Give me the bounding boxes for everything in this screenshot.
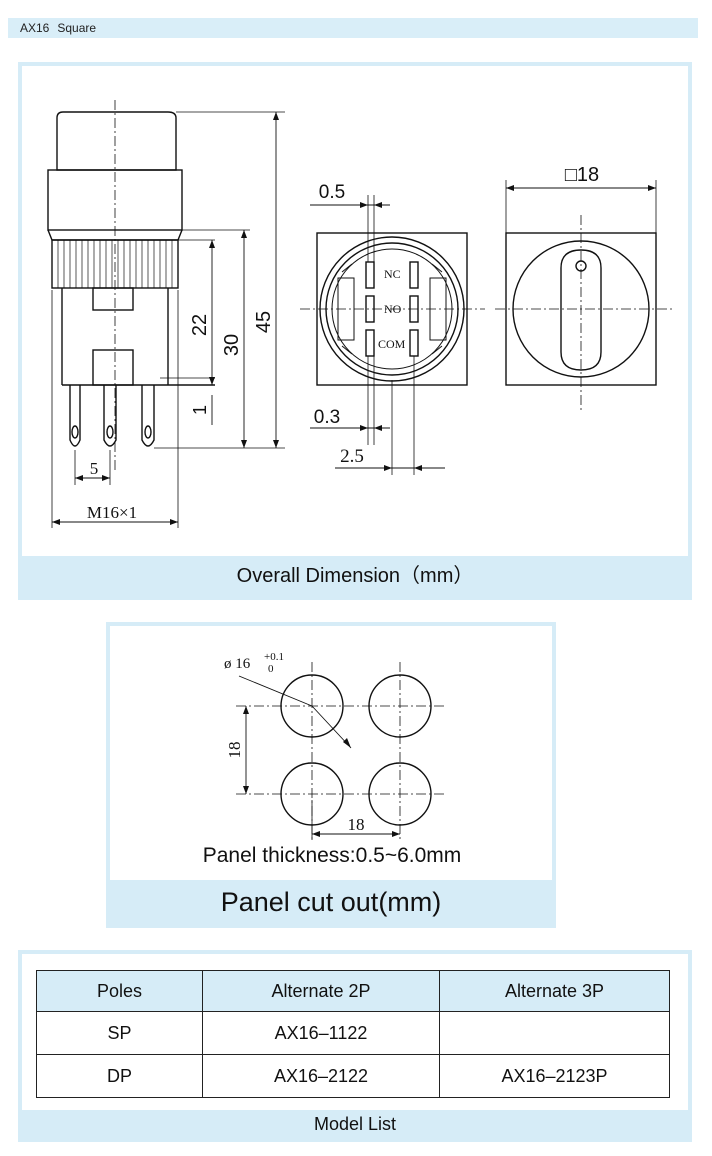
cell: AX16‒2122 [202,1054,440,1098]
dim-30: 30 [221,334,243,356]
col-alternate-2p: Alternate 2P [202,970,440,1012]
dim-25: 2.5 [340,446,364,467]
dim-thread: M16×1 [87,503,137,522]
table-row: DP AX16‒2122 AX16‒2123P [36,1054,670,1098]
cutout-tol-upper: +0.1 [264,651,284,663]
series-header: AX16 Square [8,18,698,38]
dim-03: 0.3 [314,407,340,428]
dim-5: 5 [90,459,99,478]
overall-dimension-panel [18,62,692,600]
cutout-caption: Panel cut out(mm) [110,880,552,924]
nut-block [92,287,134,311]
dim-square-18: □18 [565,164,599,186]
terminal-2 [103,385,117,447]
table-row: SP AX16‒1122 [36,1011,670,1055]
dim-22: 22 [189,314,211,336]
cell: AX16‒2123P [439,1054,670,1098]
col-poles: Poles [36,970,203,1012]
table-header-row: Poles Alternate 2P Alternate 3P [36,970,670,1012]
terminal-1 [69,385,81,447]
terminal-com: COM [378,337,406,351]
model-list-caption: Model List [22,1110,688,1138]
terminal-nc: NC [384,267,401,281]
cutout-pitch-v: 18 [225,742,244,759]
terminal-3 [141,385,155,447]
dim-45: 45 [253,311,275,333]
cell: DP [36,1054,203,1098]
cell [439,1011,670,1055]
col-alternate-3p: Alternate 3P [439,970,670,1012]
cell: AX16‒1122 [202,1011,440,1055]
terminal-no: NO [384,302,402,316]
cutout-diameter: ø 16 [224,656,251,672]
series-shape: Square [57,21,97,35]
dim-1: 1 [190,405,210,415]
overall-dimension-drawing: 22 30 45 1 5 M16×1 NC NO COM 0. [47,100,675,528]
dim-05: 0.5 [319,182,345,203]
knob-handle [560,249,602,371]
panel-cutout-panel [106,622,556,928]
cell: SP [36,1011,203,1055]
overall-caption: Overall Dimension（mm） [22,556,688,596]
panel-cutout-drawing: ø 16 +0.1 0 18 18 Panel thickness:0.5~6.… [203,651,462,867]
cutout-tol-lower: 0 [268,663,274,675]
model-table: Poles Alternate 2P Alternate 3P SP AX16‒… [36,970,670,1098]
cutout-pitch-h: 18 [348,815,365,834]
panel-thickness: Panel thickness:0.5~6.0mm [203,844,462,867]
series-name: AX16 [20,21,50,35]
button-cap-top [56,111,177,171]
contact-block [92,349,134,386]
